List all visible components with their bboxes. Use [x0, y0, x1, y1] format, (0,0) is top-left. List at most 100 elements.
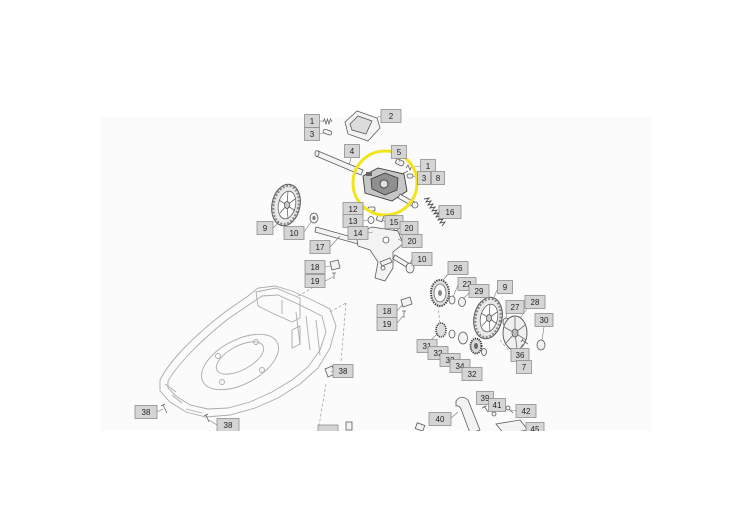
part-19-screw-left — [332, 272, 336, 279]
callout-part-10: 10 — [411, 252, 433, 266]
callout-number: 40 — [436, 415, 445, 424]
tread — [473, 297, 503, 339]
callout-number: 3 — [310, 130, 315, 139]
callout-number: 1 — [426, 162, 431, 171]
callout-number: 20 — [405, 224, 414, 233]
callout-box — [447, 261, 469, 275]
callout-box — [417, 171, 431, 185]
callout-box — [304, 260, 326, 274]
part-2-gearbox-cover — [344, 110, 381, 142]
pin — [322, 128, 333, 136]
part-5-key — [395, 158, 405, 167]
callout-number: 28 — [531, 298, 540, 307]
hub — [284, 201, 290, 209]
part-34-gear-hub — [474, 343, 478, 349]
part-13-washer — [367, 216, 375, 224]
part-9-wheel-left — [271, 183, 301, 227]
callout-box — [347, 226, 369, 240]
gearbox-bearing — [379, 179, 389, 189]
coil-spring — [423, 197, 447, 227]
diagram-content: 1324513816910121314152020171018192622299… — [100, 109, 652, 431]
callout-part-30: 30 — [534, 313, 554, 327]
callout-part-16: 16 — [438, 205, 462, 219]
callout-box — [134, 405, 158, 419]
rear-ribs — [281, 300, 321, 356]
part-31-pinion — [435, 322, 447, 338]
callout-part-20: 20 — [399, 221, 419, 235]
small-clip — [345, 421, 353, 431]
hubcap-spokes — [503, 317, 527, 350]
callout-number: 39 — [481, 394, 490, 403]
callout-number: 9 — [263, 224, 268, 233]
callout-number: 13 — [349, 217, 358, 226]
bushing-bore — [312, 216, 316, 220]
callout-part-7: 7 — [516, 360, 532, 374]
callout-part-4: 4 — [344, 144, 360, 158]
callout-number: 20 — [408, 237, 417, 246]
callout-part-26: 26 — [447, 261, 469, 275]
callout-box — [283, 226, 305, 240]
callout-number: 2 — [389, 112, 394, 121]
callout-number: 27 — [511, 303, 520, 312]
callout-box-cut-off — [317, 424, 339, 431]
part-1-spring-top — [322, 117, 333, 126]
callout-number: 38 — [339, 367, 348, 376]
part-39-screw — [481, 405, 489, 413]
front-wheel-arch — [164, 383, 203, 414]
part-28-hubcap — [502, 315, 528, 351]
callout-number: 36 — [516, 351, 525, 360]
mount-boss — [219, 379, 225, 385]
callout-box — [309, 240, 331, 254]
part-18-bracket-left — [329, 259, 341, 271]
callout-box — [332, 364, 354, 378]
height-adjust-bracket — [355, 226, 404, 282]
part-38-bolt-left — [160, 403, 168, 414]
part-33-bearing — [458, 331, 468, 345]
callout-box — [524, 295, 546, 309]
callout-number: 16 — [446, 208, 455, 217]
callout-part-36: 36 — [510, 348, 530, 362]
callout-part-42: 42 — [515, 404, 537, 418]
callout-box — [376, 317, 398, 331]
part-22-washer — [448, 295, 456, 305]
callout-box — [401, 234, 423, 248]
part-16-coil-spring — [423, 197, 447, 227]
part-3-8-pins-right — [406, 173, 414, 179]
mower-deck — [159, 285, 337, 418]
part-19-screw-middle — [402, 310, 406, 318]
part-30-cap — [536, 339, 546, 351]
bracket-plate — [355, 226, 404, 282]
assembly-guide-lines — [297, 279, 511, 431]
gear-hub — [438, 290, 442, 296]
mount-boss — [253, 339, 259, 345]
callout-number: 32 — [468, 370, 477, 379]
part-4-drive-shaft — [314, 150, 364, 176]
callout-part-9: 9 — [497, 280, 513, 294]
output-shaft-end — [411, 201, 419, 209]
callout-number: 41 — [493, 401, 502, 410]
callout-box — [534, 313, 554, 327]
gearbox — [362, 167, 419, 209]
pin — [406, 173, 414, 179]
callout-box — [468, 284, 490, 298]
part-26-ring-gear — [430, 279, 450, 307]
callout-part-3: 3 — [304, 127, 320, 141]
bracket-hole — [380, 265, 386, 271]
callout-part-17: 17 — [309, 240, 331, 254]
leader-lines — [156, 115, 545, 426]
callout-number: 38 — [142, 408, 151, 417]
mount-boss — [215, 353, 221, 359]
height-adjust-plate — [291, 325, 301, 349]
callout-box — [497, 280, 513, 294]
callout-number: 7 — [522, 363, 527, 372]
deck-inner-rim — [167, 294, 327, 410]
callout-number: 3 — [422, 174, 427, 183]
callout-part-5: 5 — [391, 145, 407, 159]
callout-part-28: 28 — [524, 295, 546, 309]
gearbox-pin — [401, 170, 409, 175]
part-9-wheel-right — [473, 296, 503, 340]
callout-number: 31 — [423, 342, 432, 351]
part-36-7-screw — [520, 338, 529, 345]
part-29-ring — [458, 297, 466, 307]
callout-part-18: 18 — [304, 260, 326, 274]
